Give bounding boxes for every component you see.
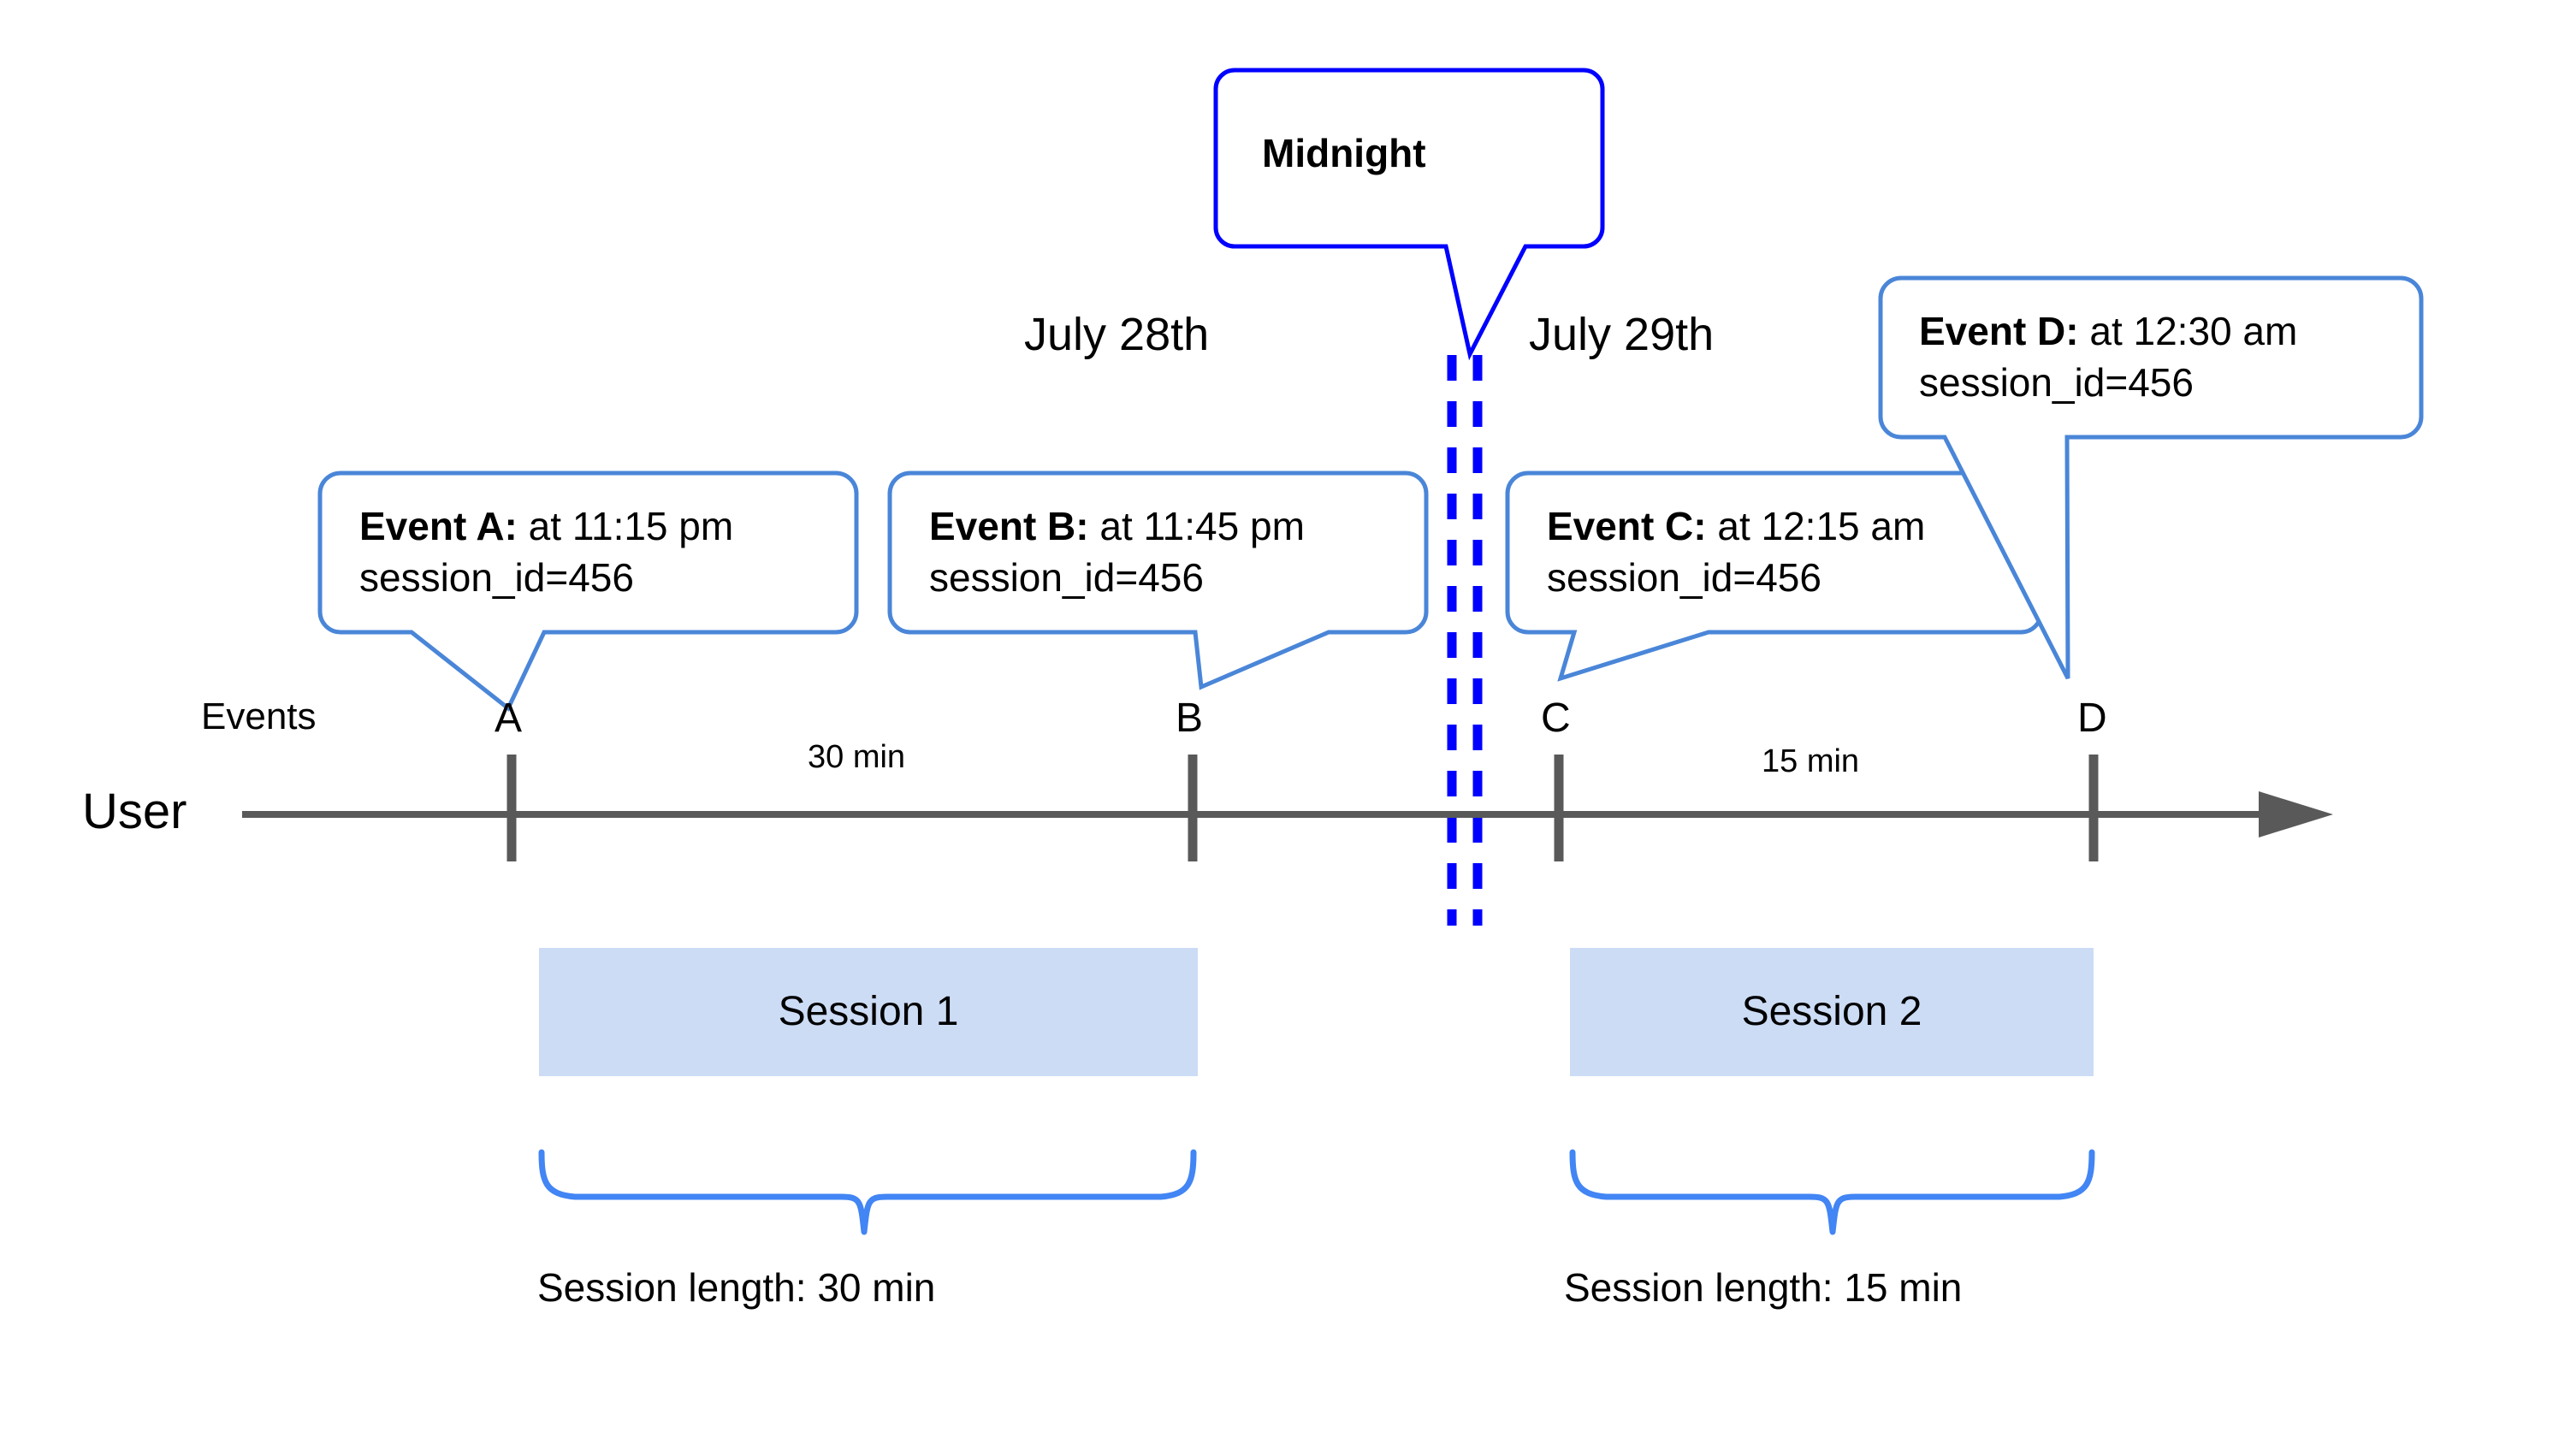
- event-a-detail: session_id=456: [359, 554, 634, 600]
- marker-label-d: D: [2077, 695, 2107, 741]
- event-c-detail: session_id=456: [1547, 554, 1821, 600]
- event-a-time: at 11:15 pm: [517, 504, 734, 548]
- event-c-callout-text: Event C: at 12:15 am session_id=456: [1547, 501, 1925, 604]
- event-a-callout-text: Event A: at 11:15 pm session_id=456: [359, 501, 733, 604]
- session-1-brace: [538, 1149, 1197, 1235]
- event-d-title: Event D:: [1919, 309, 2079, 353]
- midnight-callout-label: Midnight: [1262, 131, 1426, 175]
- session-2-brace: [1569, 1149, 2095, 1235]
- session-1-length-caption: Session length: 30 min: [537, 1265, 936, 1310]
- event-b-time: at 11:45 pm: [1088, 504, 1305, 548]
- session-1-label: Session 1: [778, 989, 959, 1034]
- event-d-detail: session_id=456: [1919, 359, 2194, 405]
- event-b-title: Event B:: [929, 504, 1089, 548]
- interval-label-c-d: 15 min: [1762, 743, 1860, 779]
- midnight-dashed-lines: [1447, 355, 1483, 926]
- axis-row-label-user: User: [82, 784, 187, 839]
- timeline-arrowhead: [2259, 791, 2333, 837]
- event-c-time: at 12:15 am: [1706, 504, 1926, 548]
- marker-label-a: A: [495, 695, 523, 741]
- session-2-bar: Session 2: [1570, 948, 2094, 1076]
- axis-events-label: Events: [201, 695, 317, 737]
- event-b-detail: session_id=456: [929, 554, 1204, 600]
- event-d-callout-text: Event D: at 12:30 am session_id=456: [1919, 306, 2297, 409]
- date-label-july-28: July 28th: [1024, 309, 1210, 360]
- marker-label-c: C: [1541, 695, 1571, 741]
- marker-label-b: B: [1176, 695, 1204, 741]
- interval-label-a-b: 30 min: [808, 739, 906, 775]
- session-2-length-caption: Session length: 15 min: [1564, 1265, 1963, 1310]
- session-1-bar: Session 1: [539, 948, 1198, 1076]
- timeline-axis: [242, 791, 2333, 837]
- date-label-july-29: July 29th: [1529, 309, 1715, 360]
- event-b-callout-text: Event B: at 11:45 pm session_id=456: [929, 501, 1305, 604]
- event-a-title: Event A:: [359, 504, 518, 548]
- session-2-label: Session 2: [1741, 989, 1922, 1034]
- event-d-time: at 12:30 am: [2078, 309, 2298, 353]
- event-c-title: Event C:: [1547, 504, 1707, 548]
